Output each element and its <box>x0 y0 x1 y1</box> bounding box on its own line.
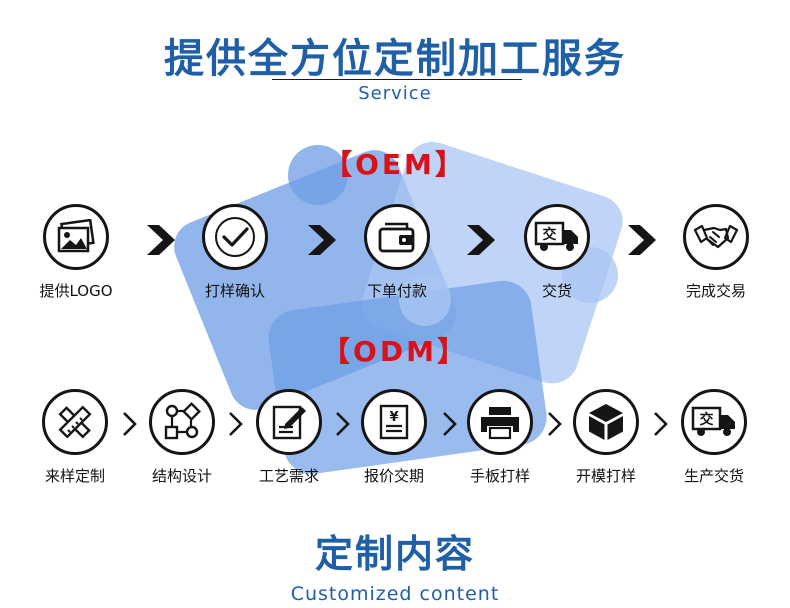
odm-step-structure-design <box>149 389 215 455</box>
chevron-right-icon <box>440 410 460 442</box>
chevron-right-icon <box>545 410 565 442</box>
arrow-right-icon <box>143 223 177 261</box>
oem-step-complete <box>683 204 749 270</box>
delivery-truck-icon: 交 <box>681 389 747 455</box>
title-divider <box>272 79 522 80</box>
truck-glyph: 交 <box>700 411 714 428</box>
odm-step-craft-requirements <box>256 389 322 455</box>
oem-step-sample-confirm <box>202 204 268 270</box>
handshake-icon <box>683 204 749 270</box>
step-label: 开模打样 <box>575 467 636 485</box>
oem-heading: 【OEM】 <box>324 148 466 181</box>
oem-step-delivery: 交 <box>524 204 590 270</box>
document-pen-icon <box>256 389 322 455</box>
image-icon <box>43 204 109 270</box>
section-subtitle: Customized content <box>290 583 500 605</box>
step-label: 工艺需求 <box>258 467 319 485</box>
oem-step-provide-logo <box>43 204 109 270</box>
step-label: 结构设计 <box>151 467 212 485</box>
chevron-right-icon <box>333 410 353 442</box>
page-subtitle: Service <box>358 83 432 104</box>
arrow-right-icon <box>304 223 338 261</box>
arrow-right-icon <box>463 223 497 261</box>
step-label: 生产交货 <box>683 467 744 485</box>
wallet-icon <box>364 204 430 270</box>
step-label: 来样定制 <box>44 467 105 485</box>
delivery-truck-icon: 交 <box>524 204 590 270</box>
chevron-right-icon <box>120 410 140 442</box>
step-label: 交货 <box>541 282 572 300</box>
chevron-right-icon <box>226 410 246 442</box>
odm-step-mold-sample <box>573 389 639 455</box>
page-title: 提供全方位定制加工服务 <box>164 36 626 82</box>
arrow-right-icon <box>624 223 658 261</box>
flowchart-icon <box>149 389 215 455</box>
odm-step-prototype <box>467 389 533 455</box>
step-label: 报价交期 <box>363 467 424 485</box>
yen-glyph: ¥ <box>389 410 398 425</box>
chevron-right-icon <box>651 410 671 442</box>
section-title: 定制内容 <box>314 532 475 576</box>
step-label: 提供LOGO <box>39 282 113 300</box>
step-label: 下单付款 <box>366 282 427 300</box>
step-label: 手板打样 <box>469 467 530 485</box>
odm-step-production-delivery: 交 <box>681 389 747 455</box>
step-label: 打样确认 <box>204 282 265 300</box>
checkmark-icon <box>202 204 268 270</box>
pencil-ruler-icon <box>42 389 108 455</box>
oem-step-order-pay <box>364 204 430 270</box>
printer-icon <box>467 389 533 455</box>
cube-icon <box>573 389 639 455</box>
odm-step-quote-delivery-time: ¥ <box>361 389 427 455</box>
odm-step-sample-custom <box>42 389 108 455</box>
quote-document-icon: ¥ <box>361 389 427 455</box>
odm-heading: 【ODM】 <box>322 335 468 368</box>
step-label: 完成交易 <box>685 282 746 300</box>
truck-glyph: 交 <box>543 226 557 243</box>
